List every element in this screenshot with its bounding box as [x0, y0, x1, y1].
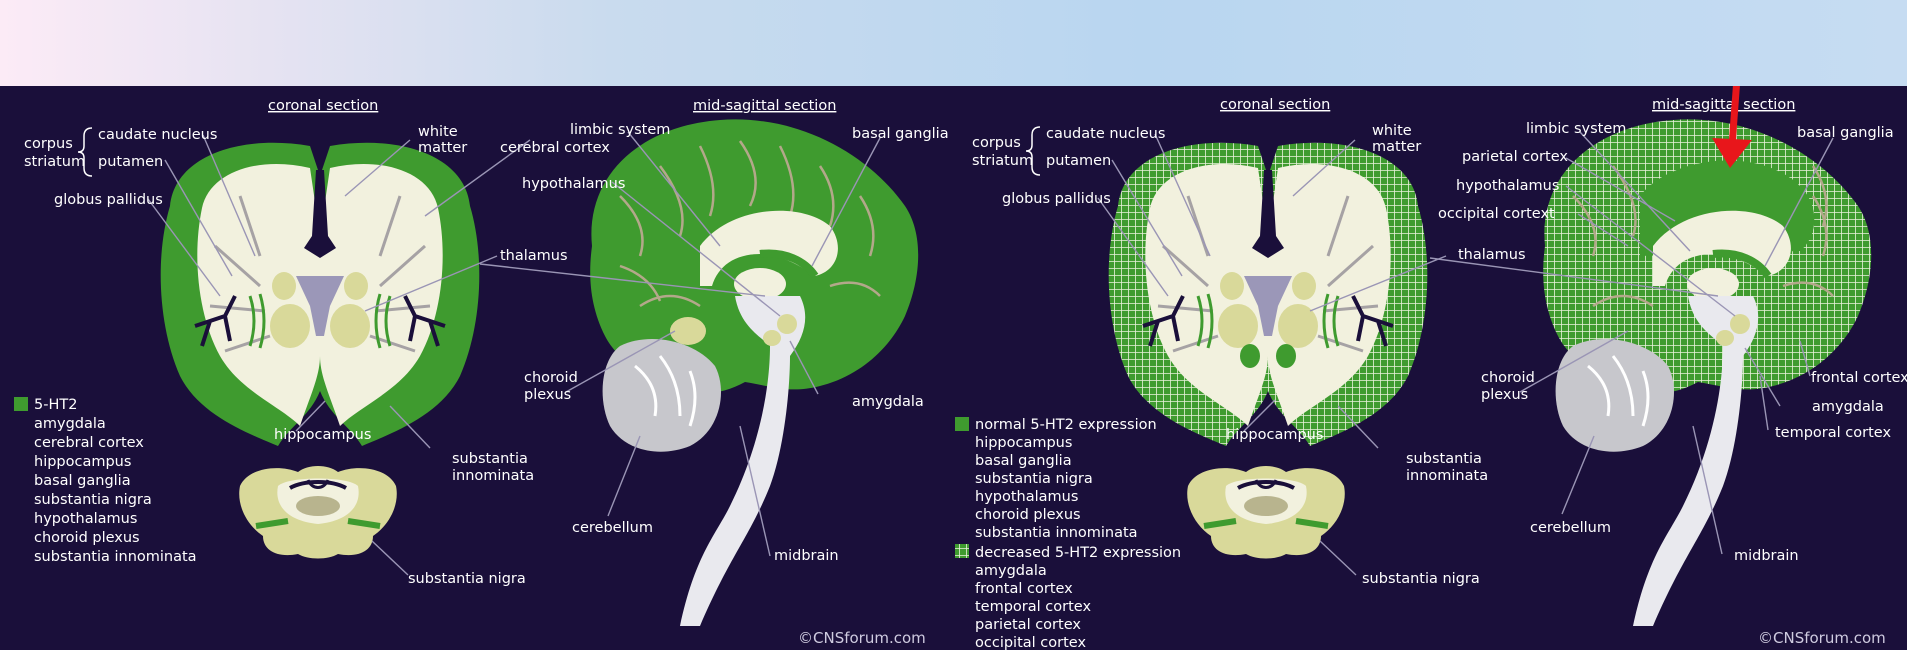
diagram-area: coronal section mid-sagittal section	[0, 86, 1907, 650]
label-cerebral-cortex: cerebral cortex	[500, 140, 610, 156]
left-sagittal-title: mid-sagittal section	[693, 98, 836, 114]
left-copyright: ©CNSforum.com	[798, 629, 926, 647]
label-substantia-nigra: substantia nigra	[1362, 571, 1480, 587]
label-putamen: putamen	[98, 154, 163, 170]
legend-item: hypothalamus	[34, 511, 137, 527]
legend-item: choroid plexus	[975, 507, 1081, 523]
label-choroid-plexus-2: plexus	[1481, 387, 1528, 403]
label-amygdala: amygdala	[852, 394, 924, 410]
right-coronal-section	[1109, 143, 1428, 446]
label-white-matter-2: matter	[1372, 139, 1421, 155]
label-thalamus: thalamus	[500, 248, 568, 264]
label-hypothalamus: hypothalamus	[1456, 178, 1559, 194]
right-coronal-title: coronal section	[1220, 97, 1330, 113]
label-substantia-innominata-2: innominata	[452, 468, 534, 484]
right-copyright: ©CNSforum.com	[1758, 629, 1886, 647]
brain-diagram: coronal section mid-sagittal section	[0, 86, 1907, 650]
left-panel: coronal section mid-sagittal section	[14, 98, 949, 647]
label-cerebellum: cerebellum	[572, 520, 653, 536]
label-parietal-cortex: parietal cortex	[1462, 149, 1568, 165]
label-substantia-innominata-1: substantia	[452, 451, 528, 467]
label-white-matter-1: white	[418, 124, 458, 140]
label-caudate-nucleus: caudate nucleus	[98, 127, 217, 143]
legend-item: substantia innominata	[975, 525, 1138, 541]
left-legend: 5-HT2 amygdala cerebral cortex hippocamp…	[14, 397, 197, 565]
label-substantia-innominata-2: innominata	[1406, 468, 1488, 484]
label-choroid-plexus-1: choroid	[524, 370, 578, 386]
label-caudate-nucleus: caudate nucleus	[1046, 126, 1165, 142]
label-hypothalamus: hypothalamus	[522, 176, 625, 192]
label-white-matter-1: white	[1372, 123, 1412, 139]
label-frontal-cortex: frontal cortex	[1811, 370, 1907, 386]
label-limbic-system: limbic system	[1526, 121, 1626, 137]
legend-item: basal ganglia	[975, 453, 1072, 469]
label-globus-pallidus: globus pallidus	[1002, 191, 1111, 207]
legend-item: cerebral cortex	[34, 435, 144, 451]
legend-swatch-decreased	[955, 544, 969, 558]
legend-item: occipital cortex	[975, 635, 1086, 650]
label-thalamus: thalamus	[1458, 247, 1526, 263]
legend-item: hippocampus	[34, 454, 131, 470]
label-hippocampus: hippocampus	[1226, 427, 1323, 443]
right-sagittal-title: mid-sagittal section	[1652, 97, 1795, 113]
label-hippocampus: hippocampus	[274, 427, 371, 443]
label-occipital-cortex: occipital cortext	[1438, 206, 1555, 222]
right-brainstem	[1187, 466, 1345, 559]
legend-item: choroid plexus	[34, 530, 140, 546]
legend-decreased-title: decreased 5-HT2 expression	[975, 545, 1181, 561]
legend-item: hippocampus	[975, 435, 1072, 451]
legend-item: temporal cortex	[975, 599, 1091, 615]
label-midbrain: midbrain	[774, 548, 839, 564]
label-corpus: corpus	[24, 136, 73, 152]
legend-item: basal ganglia	[34, 473, 131, 489]
right-panel: coronal section mid-sagittal section	[955, 86, 1907, 650]
left-sagittal-section	[590, 119, 918, 626]
left-coronal-section	[161, 143, 480, 446]
legend-item: amygdala	[34, 416, 106, 432]
legend-item: frontal cortex	[975, 581, 1073, 597]
label-midbrain: midbrain	[1734, 548, 1799, 564]
left-coronal-title: coronal section	[268, 98, 378, 114]
left-brainstem	[239, 466, 397, 559]
legend-normal-title: normal 5-HT2 expression	[975, 417, 1157, 433]
label-substantia-nigra: substantia nigra	[408, 571, 526, 587]
label-striatum: striatum	[972, 153, 1033, 169]
legend-item: substantia innominata	[34, 549, 197, 565]
label-basal-ganglia: basal ganglia	[1797, 125, 1894, 141]
label-white-matter-2: matter	[418, 140, 467, 156]
label-globus-pallidus: globus pallidus	[54, 192, 163, 208]
label-choroid-plexus-2: plexus	[524, 387, 571, 403]
legend-item: amygdala	[975, 563, 1047, 579]
label-amygdala: amygdala	[1812, 399, 1884, 415]
label-basal-ganglia: basal ganglia	[852, 126, 949, 142]
label-limbic-system: limbic system	[570, 122, 670, 138]
label-putamen: putamen	[1046, 153, 1111, 169]
legend-item: substantia nigra	[975, 471, 1093, 487]
legend-item: substantia nigra	[34, 492, 152, 508]
legend-swatch-normal	[955, 417, 969, 431]
legend-title: 5-HT2	[34, 397, 77, 413]
label-temporal-cortex: temporal cortex	[1775, 425, 1891, 441]
label-choroid-plexus-1: choroid	[1481, 370, 1535, 386]
header-banner	[0, 0, 1907, 86]
label-substantia-innominata-1: substantia	[1406, 451, 1482, 467]
legend-swatch-5ht2	[14, 397, 28, 411]
label-corpus: corpus	[972, 135, 1021, 151]
legend-item: parietal cortex	[975, 617, 1081, 633]
label-striatum: striatum	[24, 154, 85, 170]
label-cerebellum: cerebellum	[1530, 520, 1611, 536]
legend-item: hypothalamus	[975, 489, 1078, 505]
right-legend: normal 5-HT2 expression hippocampus basa…	[955, 417, 1181, 650]
